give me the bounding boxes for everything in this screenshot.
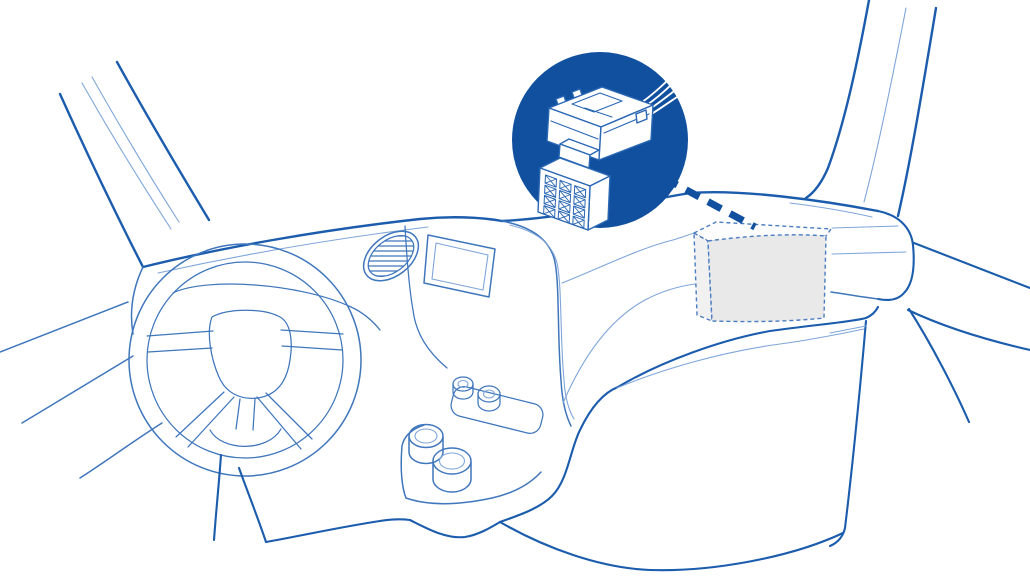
- wheel-hub: [208, 309, 292, 399]
- connector-callout: [512, 52, 688, 231]
- device-box-side-face: [693, 232, 713, 322]
- cup-holder: [408, 423, 444, 465]
- steering-column: [212, 453, 502, 544]
- display-screen: [423, 234, 496, 298]
- seat-edge: [907, 307, 971, 424]
- connector-pin-cross: [558, 200, 571, 214]
- connector-pin-cross: [544, 184, 557, 198]
- door-and-seat: [498, 241, 1030, 572]
- center-stack: [360, 225, 544, 434]
- connector-pin-cross: [543, 195, 556, 208]
- connector-pin-cross: [574, 185, 586, 199]
- right-a-pillar: [804, 0, 938, 218]
- wheel-rim-inner: [146, 261, 344, 459]
- connector-pin-cross: [544, 174, 557, 188]
- connector-pin-cross: [558, 210, 570, 224]
- connector-pin-cross: [559, 190, 571, 203]
- connector-latch: [635, 109, 648, 124]
- connector-pin-cross: [559, 180, 572, 193]
- connector-pin-cross: [543, 205, 556, 219]
- center-console: [400, 423, 542, 505]
- connector-pin-grid: [543, 174, 587, 229]
- wheel-rim-outer: [128, 243, 362, 477]
- window-sill-line: [912, 241, 1030, 290]
- floor-edge: [498, 520, 845, 572]
- harness-connector-icon: [537, 86, 654, 231]
- device-box-front-face: [707, 234, 827, 323]
- steering-wheel: [128, 243, 362, 477]
- armrest-console: [498, 209, 915, 524]
- door-edge: [828, 319, 868, 548]
- device-placement-box: [693, 221, 832, 323]
- left-a-pillar: [58, 60, 211, 269]
- wheel-spokes: [146, 329, 344, 450]
- callout-leader-line: [640, 162, 757, 231]
- connector-pin-cross: [573, 195, 586, 209]
- connector-pin-cross: [573, 205, 585, 219]
- control-knobs: [450, 376, 544, 434]
- connector-pin-cross: [572, 215, 585, 229]
- cup-holder: [432, 447, 472, 493]
